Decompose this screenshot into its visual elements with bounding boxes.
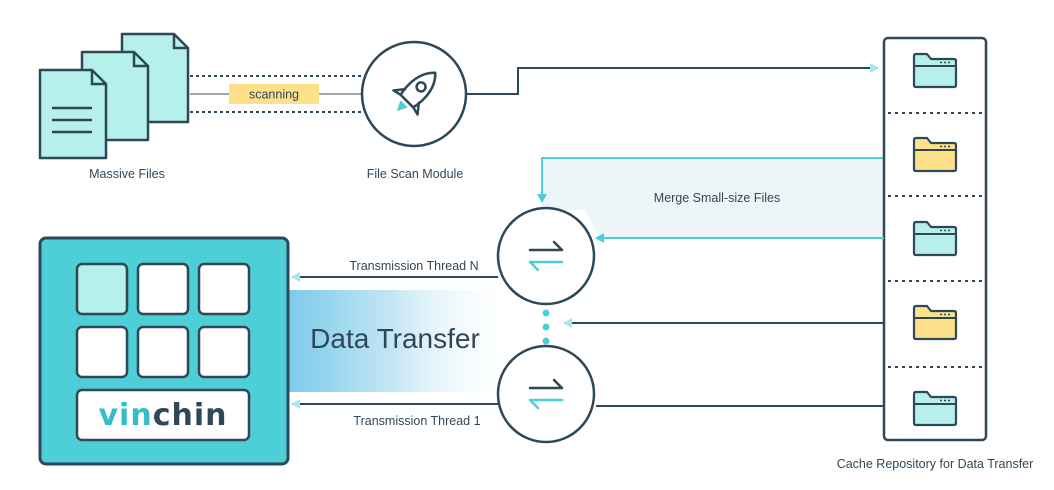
document-stack-icon [38, 32, 190, 160]
file-scan-module [360, 40, 468, 148]
folder-icon [912, 220, 958, 257]
file-scan-module-label: File Scan Module [367, 167, 464, 181]
swap-arrows-icon [528, 240, 564, 272]
transmission-thread-n-node [496, 206, 596, 306]
scan-to-repo-line [466, 63, 879, 95]
logo-part-1: vin [99, 398, 153, 433]
cache-repository-label: Cache Repository for Data Transfer [837, 457, 1034, 471]
rocket-icon [392, 71, 437, 116]
scanning-badge [229, 84, 319, 104]
grid-tile [136, 325, 190, 379]
folder-icon [912, 390, 958, 427]
thread-ellipsis [542, 309, 550, 345]
vinchin-storage-box: vinchin [38, 236, 290, 466]
cache-repository [882, 36, 988, 442]
grid-tile [75, 325, 129, 379]
transmission-thread-n-label: Transmission Thread N [349, 259, 478, 273]
logo-part-2: chin [153, 398, 228, 433]
grid-tile [136, 262, 190, 316]
swap-arrows-icon [528, 378, 564, 410]
vinchin-logo: vinchin [99, 398, 228, 433]
grid-tile [197, 262, 251, 316]
data-transfer-label: Data Transfer [310, 323, 480, 354]
transmission-thread-1-label: Transmission Thread 1 [353, 414, 480, 428]
grid-tile [197, 325, 251, 379]
logo-plate [75, 388, 251, 442]
merge-small-files-label: Merge Small-size Files [654, 191, 780, 205]
folder-icon [912, 52, 958, 89]
folder-icon [912, 304, 958, 341]
merge-band [537, 157, 884, 238]
massive-files-label: Massive Files [89, 167, 165, 181]
data-transfer-band [288, 290, 518, 392]
grid-tile-active [75, 262, 129, 316]
scanning-label: scanning [249, 88, 299, 102]
transmission-thread-1-node [496, 344, 596, 444]
folder-icon [912, 136, 958, 173]
